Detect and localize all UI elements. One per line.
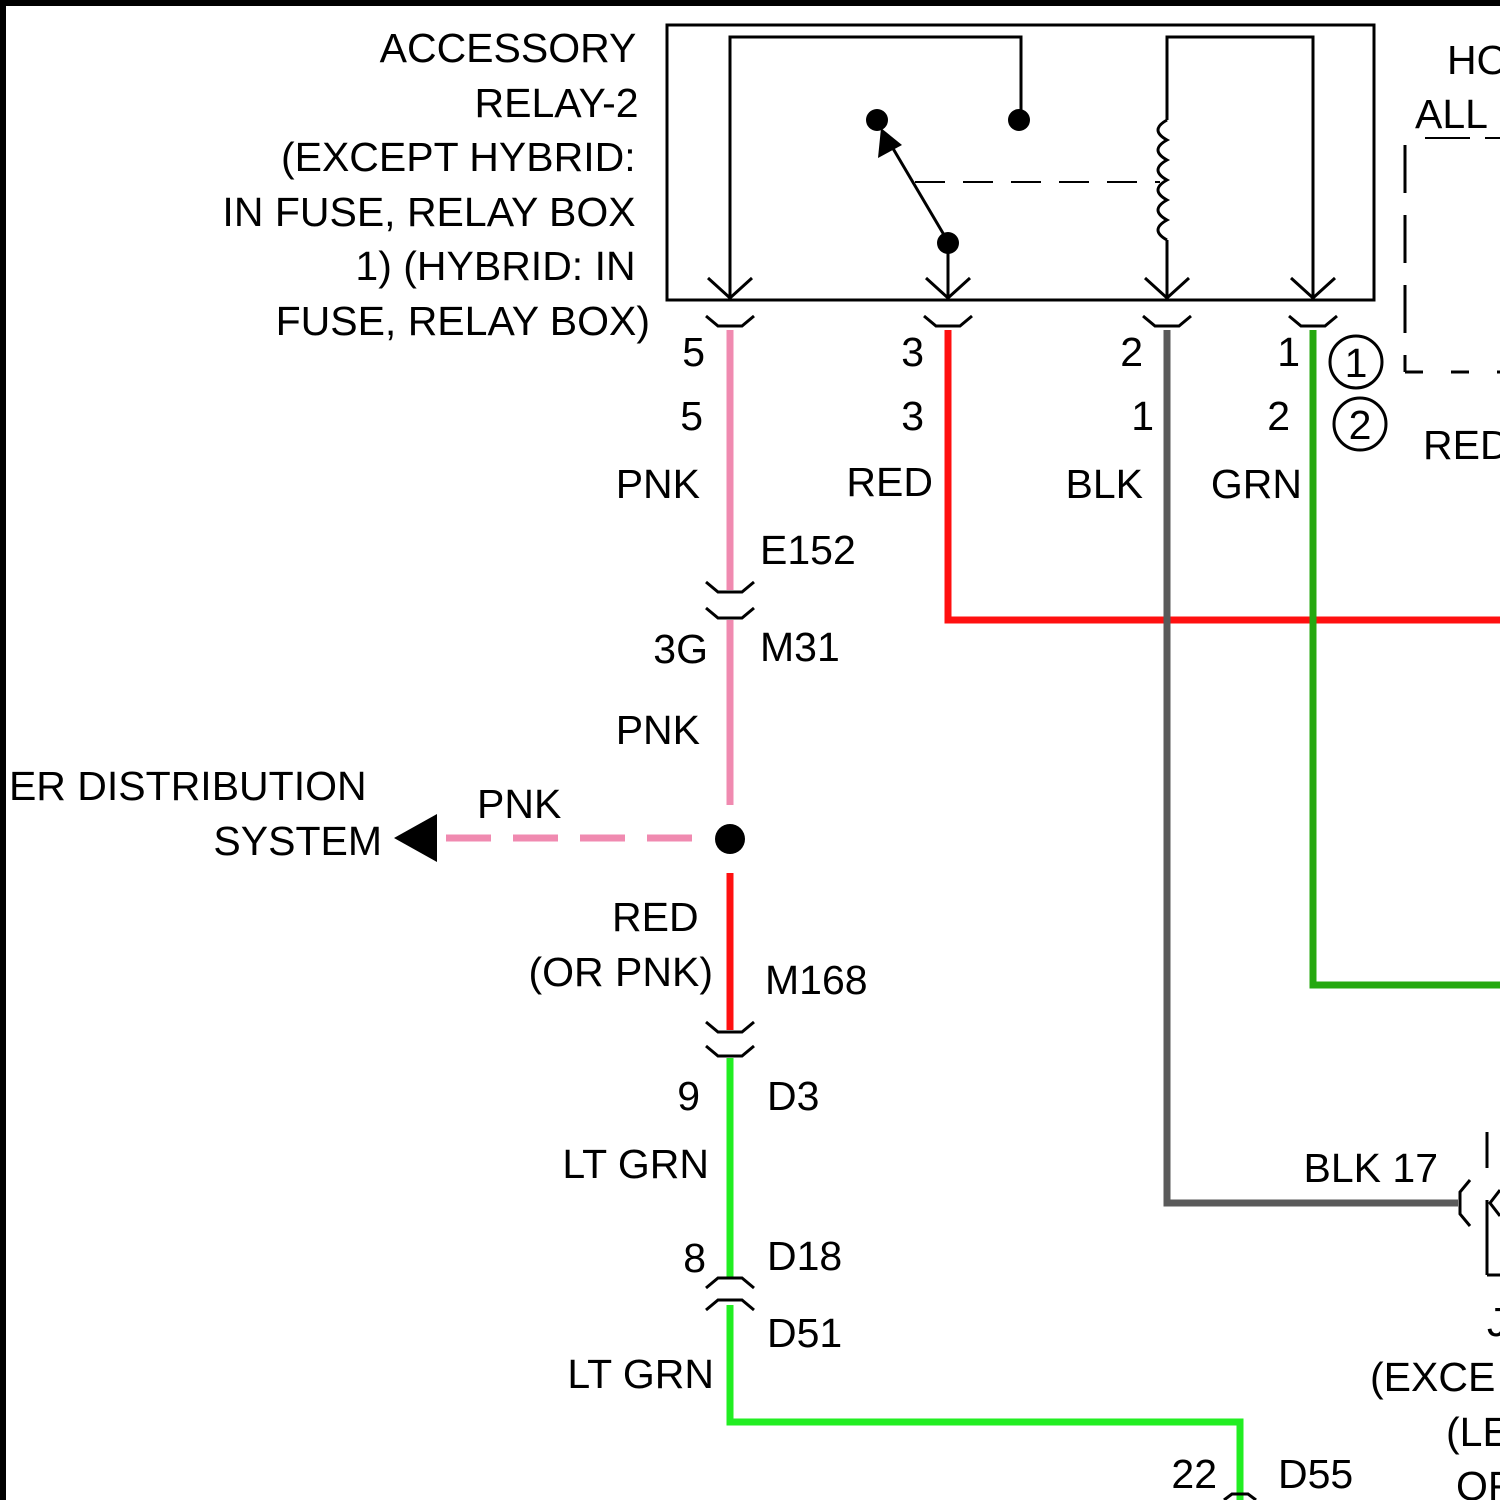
connector-symbol	[1143, 316, 1191, 326]
right-bottom-label-line: (LE	[1446, 1409, 1500, 1455]
wire-color-label: RED (OR PNK)	[529, 894, 714, 995]
relay-contact-feed	[730, 37, 1021, 298]
wire-color-label: LT GRN	[567, 1351, 714, 1397]
pin-number: 3	[901, 329, 924, 375]
wire-color-label-line: RED	[612, 894, 699, 940]
pin-number: 2	[1120, 329, 1143, 375]
component-arrow	[1490, 1190, 1500, 1216]
relay-title: ACCESSORY RELAY-2 (EXCEPT HYBRID: IN FUS…	[222, 25, 650, 344]
offpage-arrow	[394, 814, 437, 862]
relay-connector-symbols	[706, 316, 1337, 326]
connector-m31	[706, 608, 754, 618]
relay-switch-pivot-top	[866, 109, 888, 131]
connector-label: M31	[760, 624, 840, 670]
relay-title-line: FUSE, RELAY BOX)	[276, 298, 650, 344]
relay-title-line: 1) (HYBRID: IN	[355, 243, 635, 289]
pin-number: 1	[1277, 329, 1300, 375]
wire-color-label: PNK	[616, 461, 700, 507]
connector-label: D18	[767, 1233, 842, 1279]
wire-color-label: RED	[846, 459, 933, 505]
connector-label: E152	[760, 527, 856, 573]
connector-d3	[706, 1046, 754, 1056]
offpage-label: ER DISTRIBUTION SYSTEM	[9, 763, 382, 864]
wire-color-label-line: (OR PNK)	[529, 949, 714, 995]
relay-switch-arm	[888, 140, 947, 240]
connector-pin-label: 9	[677, 1073, 700, 1119]
relay-switch-arrowhead	[878, 128, 902, 158]
wire-color-label: PNK	[477, 781, 561, 827]
relay-title-line: (EXCEPT HYBRID:	[281, 134, 636, 180]
offpage-label-line: SYSTEM	[213, 818, 382, 864]
splice-junction	[715, 824, 745, 854]
wire-color-label: PNK	[616, 707, 700, 753]
pin-number: 2	[1267, 393, 1290, 439]
relay-title-line: RELAY-2	[474, 80, 638, 126]
relay-fixed-contact	[1008, 109, 1030, 131]
right-component-outline	[1405, 145, 1500, 372]
connector-blk-right	[1460, 1180, 1470, 1226]
connector-pin-label: 22	[1171, 1451, 1217, 1497]
right-bottom-label: (EXCE (LE OF	[1370, 1354, 1500, 1500]
connector-label: D3	[767, 1073, 819, 1119]
right-bottom-label-line: (EXCE	[1370, 1354, 1495, 1400]
connector-symbol	[706, 316, 754, 326]
pin-number: 5	[682, 329, 705, 375]
connector-label: M168	[765, 957, 868, 1003]
connector-pin-label: 8	[683, 1235, 706, 1281]
accessory-relay-2	[667, 25, 1374, 300]
pin-number: 5	[680, 393, 703, 439]
connector-label: D55	[1278, 1451, 1353, 1497]
right-top-label-line: ALL	[1415, 91, 1488, 137]
right-bottom-component	[1487, 1132, 1500, 1275]
connector-pin-label: 3G	[653, 626, 708, 672]
right-red-label: RED	[1423, 422, 1500, 468]
connector-symbol	[1289, 316, 1337, 326]
variant-mark: 2	[1349, 402, 1372, 448]
wire-color-label: GRN	[1211, 461, 1302, 507]
pin-number: 3	[901, 393, 924, 439]
right-bottom-label-line: OF	[1456, 1463, 1500, 1500]
wire-color-label: BLK 17	[1304, 1145, 1439, 1191]
relay-coil-frame	[1167, 37, 1313, 298]
connector-label: D51	[767, 1310, 842, 1356]
right-top-label: HO ALL	[1415, 37, 1500, 137]
wire-color-label: LT GRN	[562, 1141, 709, 1187]
relay-coil	[1158, 120, 1167, 240]
connector-d18	[706, 1278, 754, 1288]
connector-symbol	[924, 316, 972, 326]
right-top-label-line: HO	[1447, 37, 1500, 83]
inline-connectors	[706, 582, 1470, 1500]
pin-number: 1	[1131, 393, 1154, 439]
wire-color-label: BLK	[1066, 461, 1144, 507]
right-j-label: J	[1487, 1299, 1500, 1345]
offpage-label-line: ER DISTRIBUTION	[9, 763, 367, 809]
variant-mark: 1	[1345, 340, 1368, 386]
relay-title-line: ACCESSORY	[380, 25, 636, 71]
relay-title-line: IN FUSE, RELAY BOX	[222, 189, 635, 235]
